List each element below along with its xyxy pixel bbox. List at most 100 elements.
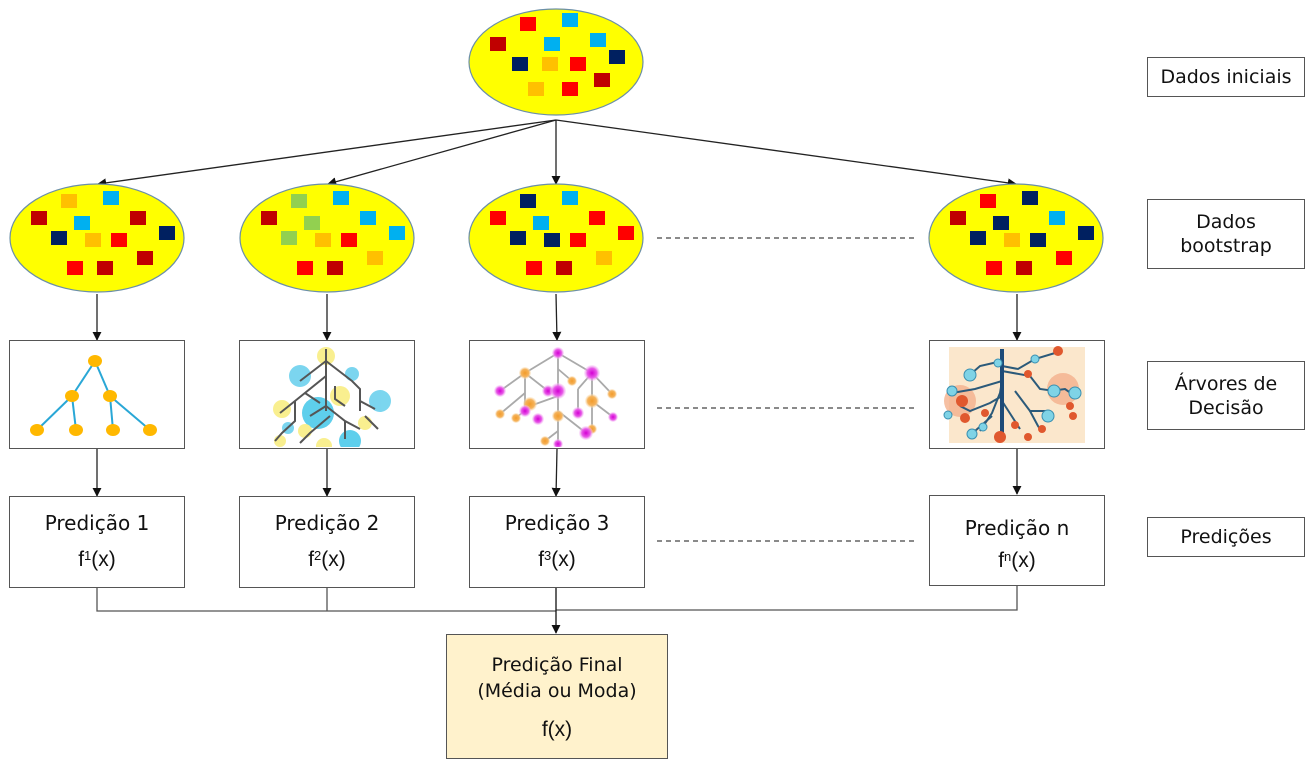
data-point-square bbox=[51, 231, 67, 245]
aggregation-lines bbox=[96, 586, 1018, 634]
label-decision-trees: Árvores de Decisão bbox=[1147, 361, 1305, 430]
data-point-square bbox=[510, 231, 526, 245]
data-point-square bbox=[544, 233, 560, 247]
prediction-box-n: Predição n fn(x) bbox=[929, 495, 1105, 586]
arrow-bootstrap3-tree3 bbox=[552, 293, 562, 341]
tree-n-icon bbox=[943, 346, 1085, 443]
data-point-square bbox=[596, 251, 612, 265]
arrow-tree3-pred3 bbox=[551, 448, 561, 497]
data-point-square bbox=[103, 191, 119, 205]
arrow-to-bootstrap-n bbox=[555, 119, 1017, 188]
data-point-square bbox=[544, 37, 560, 51]
bootstrap-sample-3 bbox=[468, 183, 644, 293]
label-text: Decisão bbox=[1188, 396, 1264, 419]
data-point-square bbox=[993, 216, 1009, 230]
data-point-square bbox=[562, 13, 578, 27]
data-point-square bbox=[97, 261, 113, 275]
bootstrap-sample-2 bbox=[239, 183, 415, 293]
data-point-square bbox=[61, 194, 77, 208]
tree-1-icon bbox=[30, 355, 157, 436]
initial-dataset bbox=[468, 8, 644, 116]
arrow-to-bootstrap-2 bbox=[327, 119, 557, 187]
data-point-square bbox=[520, 194, 536, 208]
data-point-square bbox=[570, 233, 586, 247]
prediction-box-2: Predição 2 f2(x) bbox=[239, 496, 415, 588]
data-point-square bbox=[367, 251, 383, 265]
data-point-square bbox=[281, 231, 297, 245]
label-predictions: Predições bbox=[1147, 517, 1305, 557]
label-text: bootstrap bbox=[1180, 235, 1272, 257]
prediction-formula: f3(x) bbox=[538, 548, 576, 571]
data-point-square bbox=[1056, 251, 1072, 265]
label-bootstrap-data: Dados bootstrap bbox=[1147, 199, 1305, 269]
data-point-square bbox=[589, 211, 605, 225]
data-point-square bbox=[85, 233, 101, 247]
label-text: Árvores de bbox=[1174, 372, 1278, 395]
data-point-square bbox=[31, 211, 47, 225]
bootstrap-sample-n bbox=[928, 183, 1104, 293]
prediction-formula: fn(x) bbox=[998, 548, 1036, 572]
prediction-formula: f1(x) bbox=[78, 548, 116, 571]
data-point-square bbox=[609, 50, 625, 64]
prediction-title: Predição 2 bbox=[274, 511, 380, 535]
connector-pred1 bbox=[96, 587, 556, 612]
decision-tree-n bbox=[929, 340, 1105, 449]
data-point-square bbox=[526, 261, 542, 275]
split-arrows bbox=[97, 119, 1017, 188]
data-point-square bbox=[590, 33, 606, 47]
data-point-square bbox=[562, 82, 578, 96]
data-point-square bbox=[490, 37, 506, 51]
data-point-square bbox=[594, 73, 610, 87]
data-point-square bbox=[389, 226, 405, 240]
data-point-square bbox=[159, 226, 175, 240]
data-point-square bbox=[528, 82, 544, 96]
data-point-square bbox=[111, 233, 127, 247]
data-point-square bbox=[341, 233, 357, 247]
tree-3-icon bbox=[494, 347, 618, 449]
data-point-square bbox=[261, 211, 277, 225]
data-point-square bbox=[130, 211, 146, 225]
vertical-arrows bbox=[92, 293, 1022, 497]
data-point-square bbox=[618, 226, 634, 240]
data-point-square bbox=[970, 231, 986, 245]
label-text: Dados bbox=[1196, 211, 1256, 233]
arrow-to-bootstrap-1 bbox=[97, 119, 557, 188]
data-point-square bbox=[520, 17, 536, 31]
final-prediction-title: Predição Final bbox=[491, 653, 623, 676]
decision-tree-1 bbox=[9, 340, 185, 449]
data-point-square bbox=[333, 191, 349, 205]
tree-2-icon bbox=[273, 347, 391, 454]
prediction-title: Predição n bbox=[964, 515, 1070, 540]
data-point-square bbox=[1049, 211, 1065, 225]
final-prediction-formula: f(x) bbox=[541, 717, 573, 741]
bootstrap-sample-1 bbox=[9, 183, 185, 293]
data-point-square bbox=[327, 261, 343, 275]
data-point-square bbox=[360, 211, 376, 225]
prediction-box-1: Predição 1 f1(x) bbox=[9, 496, 185, 588]
data-point-square bbox=[1004, 233, 1020, 247]
data-point-square bbox=[533, 216, 549, 230]
prediction-title: Predição 1 bbox=[44, 511, 150, 535]
data-point-square bbox=[980, 194, 996, 208]
data-point-square bbox=[291, 194, 307, 208]
prediction-formula: f2(x) bbox=[308, 548, 346, 571]
data-point-square bbox=[490, 211, 506, 225]
ellipsis-dashes bbox=[657, 237, 915, 542]
data-point-square bbox=[950, 211, 966, 225]
final-prediction-subtitle: (Média ou Moda) bbox=[477, 679, 637, 702]
data-point-square bbox=[74, 216, 90, 230]
data-point-square bbox=[297, 261, 313, 275]
connector-predn bbox=[556, 586, 1018, 611]
data-point-square bbox=[512, 57, 528, 71]
data-point-square bbox=[1016, 261, 1032, 275]
data-point-square bbox=[304, 216, 320, 230]
decision-tree-2 bbox=[239, 340, 415, 454]
data-point-square bbox=[570, 57, 586, 71]
prediction-box-3: Predição 3 f3(x) bbox=[469, 496, 645, 588]
data-point-square bbox=[1030, 233, 1046, 247]
data-point-square bbox=[556, 261, 572, 275]
decision-tree-3 bbox=[469, 340, 645, 449]
data-point-square bbox=[1078, 226, 1094, 240]
label-text: Dados iniciais bbox=[1160, 66, 1292, 88]
data-point-square bbox=[542, 57, 558, 71]
